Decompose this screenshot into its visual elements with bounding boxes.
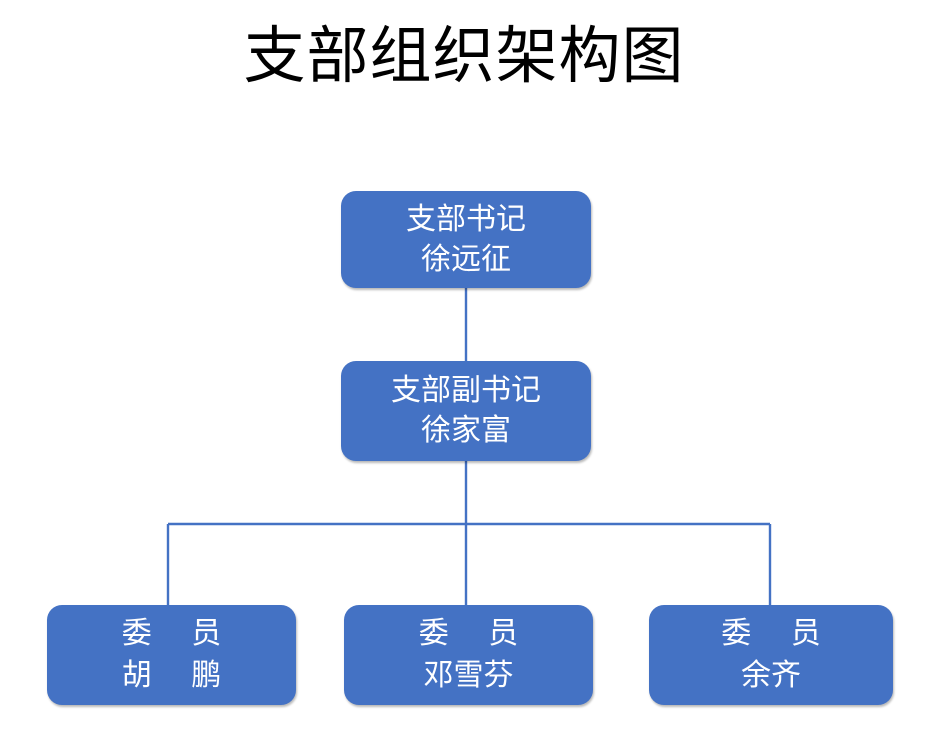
org-node-member-1-role: 委 员 — [121, 617, 238, 650]
page-title: 支部组织架构图 — [243, 23, 685, 91]
org-node-member-3-role: 委 员 — [721, 617, 837, 650]
org-node-deputy-secretary[interactable]: 支部副书记 徐家富 — [341, 361, 591, 461]
org-node-member-1[interactable]: 委 员 胡 鹏 — [47, 605, 296, 705]
org-node-member-2-name: 邓雪芬 — [423, 659, 514, 692]
org-node-secretary-role: 支部书记 — [406, 202, 526, 236]
org-node-member-2[interactable]: 委 员 邓雪芬 — [344, 605, 593, 705]
org-node-secretary[interactable]: 支部书记 徐远征 — [341, 191, 591, 288]
org-node-member-3[interactable]: 委 员 余齐 — [649, 605, 893, 705]
org-node-deputy-secretary-name: 徐家富 — [421, 414, 511, 447]
org-node-deputy-secretary-role: 支部副书记 — [391, 374, 541, 407]
org-node-member-1-name: 胡 鹏 — [121, 659, 238, 692]
org-node-member-2-role: 委 员 — [418, 617, 535, 650]
org-node-secretary-name: 徐远征 — [421, 242, 511, 276]
org-node-member-3-name: 余齐 — [741, 659, 801, 692]
